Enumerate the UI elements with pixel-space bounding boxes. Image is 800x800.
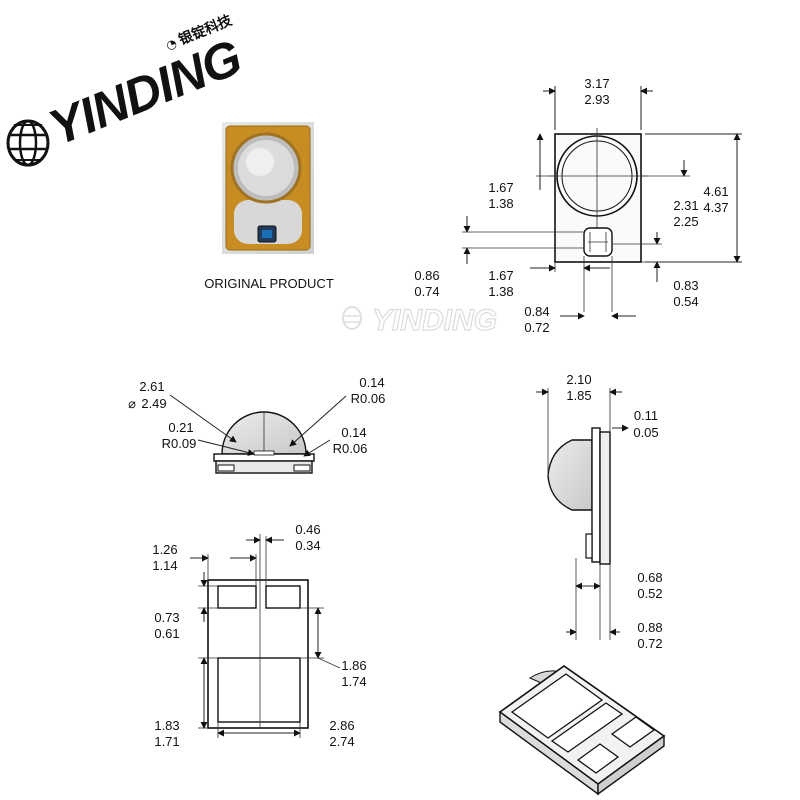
photo-caption: ORIGINAL PRODUCT: [204, 276, 334, 291]
top-width-max: 3.17: [584, 76, 609, 91]
bottom-gap-min: 0.34: [295, 538, 320, 553]
bottom-pad-width-max: 1.26: [152, 542, 177, 557]
bottom-width-min: 1.71: [154, 734, 179, 749]
side-top-step-min: 0.05: [633, 425, 658, 440]
side-base-step-min: 0.52: [637, 586, 662, 601]
watermark-text: YINDING: [372, 304, 497, 337]
top-pad-left1-max: 0.86: [414, 268, 439, 283]
top-view: 3.17 2.93 4.61 4.37 1.67 1.38 2.31 2.25 …: [414, 76, 742, 335]
top-pad-width-min: 0.72: [524, 320, 549, 335]
top-pad-left1-min: 0.74: [414, 284, 439, 299]
top-pad-height-max: 2.31: [673, 198, 698, 213]
product-photo: [222, 122, 314, 254]
top-width-min: 2.93: [584, 92, 609, 107]
bottom-width-max: 1.83: [154, 718, 179, 733]
top-height-min: 4.37: [703, 200, 728, 215]
side-total-height-min: 1.85: [566, 388, 591, 403]
bottom-big-pad-height-min: 1.74: [341, 674, 366, 689]
bottom-view: 1.26 1.14 0.46 0.34 0.73 0.61 1.86 1.74 …: [152, 522, 366, 749]
bottom-pad-height-min: 0.61: [154, 626, 179, 641]
top-pad-height-min: 2.25: [673, 214, 698, 229]
side-total-height-max: 2.10: [566, 372, 591, 387]
side-view: 2.10 1.85 0.11 0.05 0.68 0.52 0.88 0.72: [536, 372, 663, 651]
front-side-radius-value: 0.14: [341, 425, 366, 440]
side-base-thickness-min: 0.72: [637, 636, 662, 651]
isometric-view: [498, 665, 666, 796]
side-base-step-max: 0.68: [637, 570, 662, 585]
top-pad-bottom-max: 0.83: [673, 278, 698, 293]
bottom-gap-max: 0.46: [295, 522, 320, 537]
top-lens-offset-max: 1.67: [488, 180, 513, 195]
front-inner-radius-r: R0.09: [162, 436, 197, 451]
front-top-radius-value: 0.14: [359, 375, 384, 390]
top-pad-left2-max: 1.67: [488, 268, 513, 283]
bottom-pad-width-min: 1.14: [152, 558, 177, 573]
top-height-max: 4.61: [703, 184, 728, 199]
top-pad-bottom-min: 0.54: [673, 294, 698, 309]
watermark-globe-icon: [342, 306, 362, 330]
bottom-overall-width-min: 2.74: [329, 734, 354, 749]
brand-logo: YINDING ◔ 银锭科技: [6, 11, 249, 167]
brand-wordmark: YINDING: [41, 29, 249, 156]
bottom-big-pad-height-max: 1.86: [341, 658, 366, 673]
front-lens-dia-symbol: ⌀: [128, 396, 136, 411]
front-lens-dia-max: 2.61: [139, 379, 164, 394]
globe-logo-icon: [6, 119, 50, 167]
front-lens-dia-min: 2.49: [141, 396, 166, 411]
side-top-step-max: 0.11: [634, 408, 658, 423]
brand-flame-icon: ◔: [164, 36, 179, 53]
front-view: 2.61 ⌀ 2.49 0.14 R0.06 0.21 R0.09 0.14 R…: [128, 375, 386, 474]
top-lens-offset-min: 1.38: [488, 196, 513, 211]
side-base-thickness-max: 0.88: [637, 620, 662, 635]
top-pad-left2-min: 1.38: [488, 284, 513, 299]
front-top-radius-r: R0.06: [351, 391, 386, 406]
watermark: YINDING: [342, 303, 498, 338]
bottom-overall-width-max: 2.86: [329, 718, 354, 733]
front-inner-radius-value: 0.21: [168, 420, 193, 435]
bottom-pad-height-max: 0.73: [154, 610, 179, 625]
front-side-radius-r: R0.06: [333, 441, 368, 456]
top-pad-width-max: 0.84: [524, 304, 549, 319]
